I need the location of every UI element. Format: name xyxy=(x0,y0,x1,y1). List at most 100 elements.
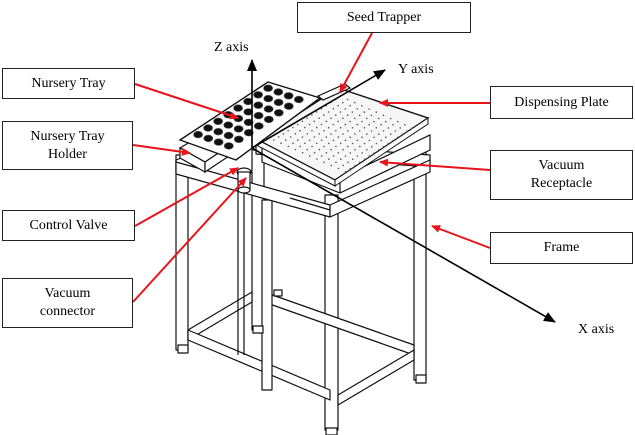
plate-hole xyxy=(358,130,361,132)
plate-hole xyxy=(359,145,361,148)
plate-hole xyxy=(385,136,387,139)
plate-hole xyxy=(370,130,373,132)
plate-hole xyxy=(380,123,382,126)
plate-hole xyxy=(387,127,390,129)
plate-hole xyxy=(339,126,342,129)
plate-hole xyxy=(325,136,328,138)
plate-hole xyxy=(356,155,359,157)
plate-hole xyxy=(277,136,280,138)
lower-brace-back xyxy=(187,291,253,341)
plate-hole xyxy=(311,114,313,116)
label-vacuum-connector: Vacuum connector xyxy=(2,278,133,328)
tray-cell xyxy=(253,91,263,99)
tray-cell xyxy=(263,84,273,92)
plate-hole xyxy=(301,120,304,123)
label-frame: Frame xyxy=(490,232,633,264)
tray-cell xyxy=(253,101,264,109)
leader-seed-trapper xyxy=(339,32,373,93)
plate-hole xyxy=(406,130,409,132)
plate-hole xyxy=(287,129,290,132)
plate-hole xyxy=(339,111,342,113)
plate-hole xyxy=(337,104,339,107)
plate-hole xyxy=(354,101,356,104)
label-dispensing-plate: Dispensing Plate xyxy=(490,86,633,119)
plate-hole xyxy=(349,136,352,138)
plate-hole xyxy=(392,139,394,142)
plate-hole xyxy=(335,161,337,164)
tray-cell xyxy=(273,88,284,96)
leader-arrows xyxy=(132,32,491,303)
plate-hole xyxy=(318,117,320,119)
coordinate-axes xyxy=(247,59,556,323)
plate-hole xyxy=(316,142,318,145)
leader-vacuum-connector xyxy=(132,177,247,303)
plate-hole xyxy=(373,152,375,154)
plate-hole xyxy=(387,142,390,145)
plate-hole xyxy=(351,111,354,113)
plate-hole xyxy=(311,130,313,132)
plate-hole xyxy=(382,130,385,132)
label-control-valve: Control Valve xyxy=(2,210,135,241)
tray-cell xyxy=(253,111,264,120)
leader-nursery-tray xyxy=(134,83,239,120)
plate-hole xyxy=(375,142,378,145)
leader-nursery-tray-holder xyxy=(132,144,191,156)
plate-hole xyxy=(377,117,380,120)
tray-cell xyxy=(213,117,223,126)
plate-hole xyxy=(385,120,387,123)
plate-hole xyxy=(332,123,335,126)
plate-hole xyxy=(301,136,304,138)
plate-hole xyxy=(313,136,316,138)
label-nursery-tray-holder: Nursery Tray Holder xyxy=(2,121,133,170)
plate-hole xyxy=(339,142,342,145)
leader-control-valve xyxy=(134,167,239,227)
plate-hole xyxy=(330,164,333,167)
plate-hole xyxy=(380,139,383,142)
plate-hole xyxy=(299,129,301,132)
plate-hole xyxy=(294,133,297,135)
plate-hole xyxy=(320,139,323,141)
plate-hole xyxy=(313,152,316,154)
plate-hole xyxy=(346,114,349,116)
plate-hole xyxy=(356,123,359,126)
plate-hole xyxy=(354,164,356,167)
plate-hole xyxy=(342,148,344,151)
plate-hole xyxy=(392,124,394,126)
plate-hole xyxy=(299,145,302,148)
tray-cell xyxy=(213,128,224,136)
plate-hole xyxy=(363,158,366,160)
plate-hole xyxy=(358,114,361,116)
plate-hole xyxy=(332,139,335,142)
plate-hole xyxy=(330,148,333,151)
tray-cell xyxy=(283,102,294,110)
plate-hole xyxy=(330,133,332,135)
tray-cell xyxy=(243,108,254,116)
plate-hole xyxy=(370,114,373,117)
plate-hole xyxy=(316,158,318,160)
plate-hole xyxy=(323,130,325,132)
plate-hole xyxy=(296,123,299,126)
plate-hole xyxy=(356,139,359,142)
plate-hole xyxy=(368,123,371,126)
plate-hole xyxy=(320,123,323,126)
foot-inner xyxy=(273,289,283,297)
z-axis-label: Z axis xyxy=(214,40,249,55)
plate-hole xyxy=(313,120,316,123)
plate-hole xyxy=(304,126,306,129)
x-axis-label: X axis xyxy=(578,322,615,337)
plate-hole xyxy=(335,145,337,148)
plate-hole xyxy=(340,158,342,160)
tray-cell xyxy=(263,94,274,103)
leader-frame xyxy=(431,225,491,249)
plate-hole xyxy=(342,101,344,104)
foot-front xyxy=(325,427,338,435)
plate-hole xyxy=(287,145,290,148)
plate-hole xyxy=(308,139,311,141)
plate-hole xyxy=(323,161,325,163)
tray-cell xyxy=(263,115,274,124)
plate-hole xyxy=(315,111,318,113)
plate-hole xyxy=(375,127,378,129)
plate-hole xyxy=(389,133,392,135)
